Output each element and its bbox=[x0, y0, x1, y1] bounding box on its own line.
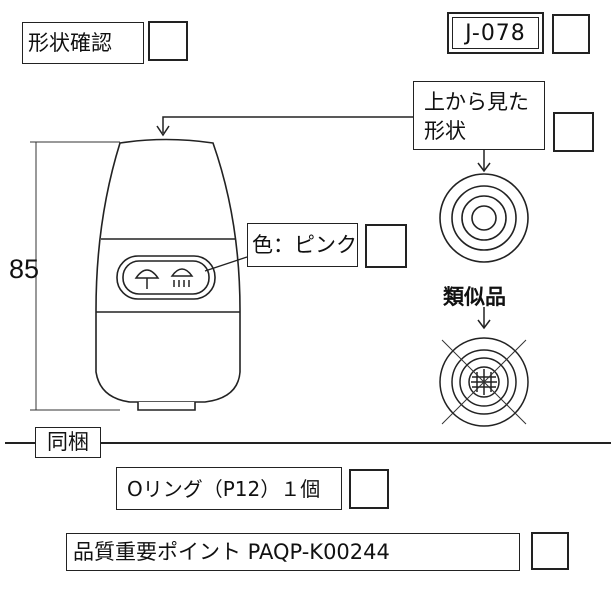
height-dimension-line bbox=[30, 141, 120, 411]
part-code: J-078 bbox=[465, 20, 526, 46]
o-ring-label: Oリング（P12）１個 bbox=[116, 467, 342, 510]
shape-confirm-checkbox[interactable] bbox=[148, 21, 188, 61]
top-view-label: 上から見た 形状 bbox=[413, 81, 545, 150]
similar-item-label: 類似品 bbox=[443, 285, 506, 309]
color-note-checkbox[interactable] bbox=[365, 224, 407, 268]
color-note-label: 色：ピンク bbox=[247, 223, 358, 267]
similar-item-circles bbox=[439, 337, 529, 427]
part-code-checkbox[interactable] bbox=[552, 14, 590, 54]
straight-flow-icon bbox=[134, 269, 160, 289]
height-dimension-value: 85 bbox=[9, 254, 40, 284]
mode-switch-pill bbox=[116, 255, 216, 300]
top-view-checkbox[interactable] bbox=[553, 112, 594, 152]
similar-item-cross-icon bbox=[441, 339, 527, 425]
color-note-leader bbox=[204, 256, 248, 272]
bundled-section-text: 同梱 bbox=[47, 430, 89, 454]
part-code-frame: J-078 bbox=[447, 12, 544, 54]
part-code-inner: J-078 bbox=[452, 17, 539, 49]
o-ring-text: Oリング（P12）１個 bbox=[127, 476, 321, 501]
shape-confirm-frame bbox=[22, 22, 144, 64]
o-ring-checkbox[interactable] bbox=[349, 469, 389, 509]
color-note-text: 色：ピンク bbox=[252, 232, 357, 257]
shower-icon bbox=[170, 268, 194, 287]
top-view-label-line2: 形状 bbox=[424, 119, 466, 143]
top-view-label-line1: 上から見た bbox=[424, 90, 529, 114]
top-view-pointer-arrow bbox=[156, 116, 413, 137]
shape-confirm-text: 形状確認 bbox=[28, 30, 112, 55]
quality-point-text: 品質重要ポイント PAQP-K00244 bbox=[73, 539, 390, 564]
quality-point-label: 品質重要ポイント PAQP-K00244 bbox=[66, 533, 520, 571]
quality-point-checkbox[interactable] bbox=[531, 532, 569, 570]
shape-confirm-label: 形状確認 bbox=[22, 22, 143, 64]
top-view-down-arrow bbox=[477, 150, 491, 173]
bundled-section-label: 同梱 bbox=[35, 427, 101, 458]
similar-down-arrow bbox=[477, 307, 491, 330]
top-view-circles bbox=[439, 173, 529, 263]
